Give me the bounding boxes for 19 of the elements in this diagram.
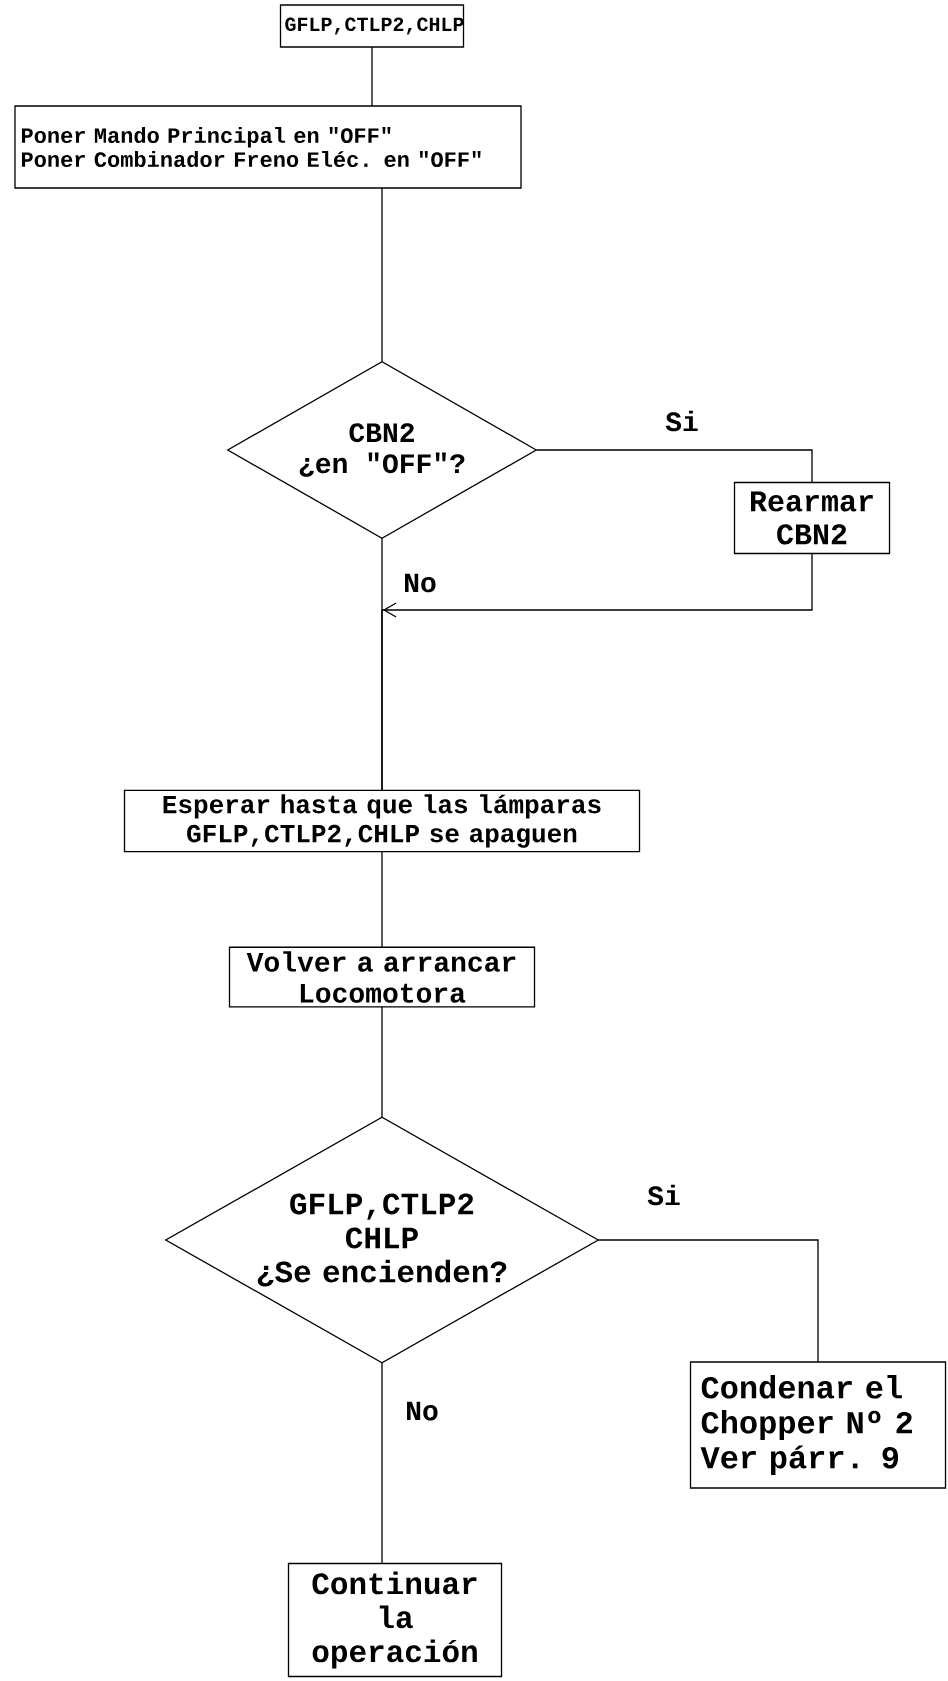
process-box: Rearmar CBN2 (733, 481, 891, 555)
process-box: GFLP,CTLP2,CHLP (279, 4, 465, 48)
process-box: Volver a arrancar Locomotora (228, 946, 536, 1008)
process-box: Poner Mando Principal en "OFF" Poner Combinador Freno Eléc. en "OFF" (14, 105, 522, 189)
process-box: Condenar el Chopper Nº 2 Ver párr. 9 (689, 1361, 947, 1489)
connector-line (381, 1363, 383, 1564)
connector-line (381, 851, 383, 948)
connector-line (381, 553, 813, 791)
edge-label: Si (663, 408, 701, 434)
connector-line (381, 1006, 383, 1117)
connector-line (371, 47, 373, 106)
edge-label: No (401, 571, 439, 595)
edge-label: No (403, 1399, 441, 1423)
connector-line (536, 449, 813, 483)
connector-line (381, 188, 383, 362)
edge-label: Si (645, 1182, 683, 1208)
connector-line (598, 1239, 819, 1362)
process-box: Continuar la operación (287, 1562, 503, 1678)
process-box: Esperar hasta que las lámparas GFLP,CTLP2,CHLP se apaguen (123, 789, 641, 853)
